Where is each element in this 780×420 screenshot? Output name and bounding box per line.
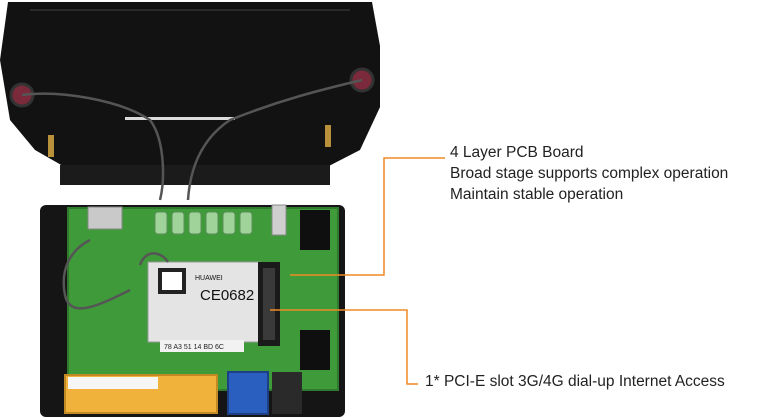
ethernet-port [227,371,269,415]
callout-pcie-text: 1* PCI-E slot 3G/4G dial-up Internet Acc… [425,373,725,390]
mac-label: 78 A3 51 14 BD 6C [164,344,224,351]
ce-mark: CE0682 [200,287,254,304]
case-lid [0,2,380,170]
capacitor-row [154,211,253,235]
callout-pcb-text: 4 Layer PCB Board Broad stage supports c… [450,143,728,206]
callout-pcb-line3: Maintain stable operation [450,186,624,203]
module-brand: HUAWEI [195,275,223,282]
router-board-photo: HUAWEI CE0682 78 A3 51 14 BD 6C [0,2,380,417]
callout-pcb-line2: Broad stage supports complex operation [450,165,729,182]
mac-sticker [160,340,244,352]
callout-pcb-line1: 4 Layer PCB Board [450,144,584,161]
